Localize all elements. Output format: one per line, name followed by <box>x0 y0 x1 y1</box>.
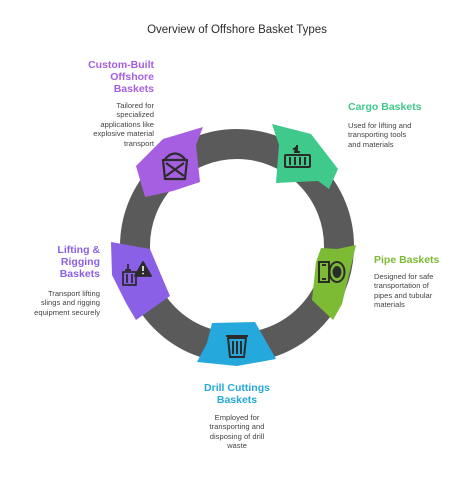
label-line: Baskets <box>216 394 258 406</box>
page-title: Overview of Offshore Basket Types <box>147 24 327 36</box>
label-line: Rigging <box>60 256 100 268</box>
segment-cargo-shape <box>272 124 338 189</box>
label-line: Cargo Baskets <box>348 101 422 113</box>
desc-line: specialized <box>116 110 154 120</box>
label-line: Baskets <box>59 268 100 280</box>
desc-line: transportation of <box>374 281 429 291</box>
label-line: Pipe Baskets <box>374 254 440 266</box>
segment-drill <box>197 322 276 366</box>
pipe-icon <box>318 261 346 283</box>
custom-built-description: Tailored for specialized applications li… <box>40 101 154 148</box>
desc-line: equipment securely <box>34 307 100 317</box>
desc-line: and materials <box>348 139 394 149</box>
segment-custom-shape <box>136 127 203 197</box>
label-line: Offshore <box>110 71 154 83</box>
drill-cuttings-label: Drill Cuttings Baskets <box>167 382 307 406</box>
segment-pipe-shape <box>312 245 356 320</box>
label-line: Lifting & <box>57 244 100 256</box>
desc-line: materials <box>374 300 405 310</box>
trash-bin-icon <box>226 335 248 358</box>
segment-pipe <box>312 245 356 320</box>
cargo-label: Cargo Baskets <box>348 101 468 113</box>
lifting-warning-icon <box>122 261 152 286</box>
segment-custom <box>136 127 203 197</box>
desc-line: Tailored for <box>116 101 154 110</box>
lifting-rigging-label: Lifting & Rigging Baskets <box>20 244 100 280</box>
label-line: Drill Cuttings <box>204 382 270 394</box>
drill-cuttings-description: Employed for transporting and disposing … <box>167 413 307 451</box>
desc-line: waste <box>227 441 247 451</box>
custom-built-label: Custom-Built Offshore Baskets <box>30 59 154 95</box>
segment-lifting-shape <box>111 242 170 320</box>
lifting-rigging-description: Transport lifting slings and rigging equ… <box>10 289 100 317</box>
desc-line: transporting tools <box>348 130 407 140</box>
label-line: Custom-Built <box>88 59 154 71</box>
label-line: Baskets <box>113 83 154 95</box>
desc-line: pipes and tubular <box>374 290 433 300</box>
segment-cargo <box>272 124 338 189</box>
basket-icon <box>161 152 189 181</box>
desc-line: Transport lifting <box>47 289 100 298</box>
desc-line: explosive material <box>93 129 154 139</box>
pipe-description: Designed for safe transportation of pipe… <box>374 272 470 310</box>
desc-line: disposing of drill <box>209 431 265 441</box>
desc-line: slings and rigging <box>40 298 100 308</box>
segment-lifting <box>111 242 170 320</box>
cargo-description: Used for lifting and transporting tools … <box>348 121 468 149</box>
desc-line: transport <box>124 138 154 148</box>
desc-line: Used for lifting and <box>348 121 412 130</box>
cargo-crane-icon <box>284 145 311 168</box>
desc-line: Designed for safe <box>374 272 434 281</box>
desc-line: Employed for <box>214 413 260 422</box>
desc-line: applications like <box>100 119 154 129</box>
pipe-label: Pipe Baskets <box>374 254 470 266</box>
desc-line: transporting and <box>209 422 265 432</box>
